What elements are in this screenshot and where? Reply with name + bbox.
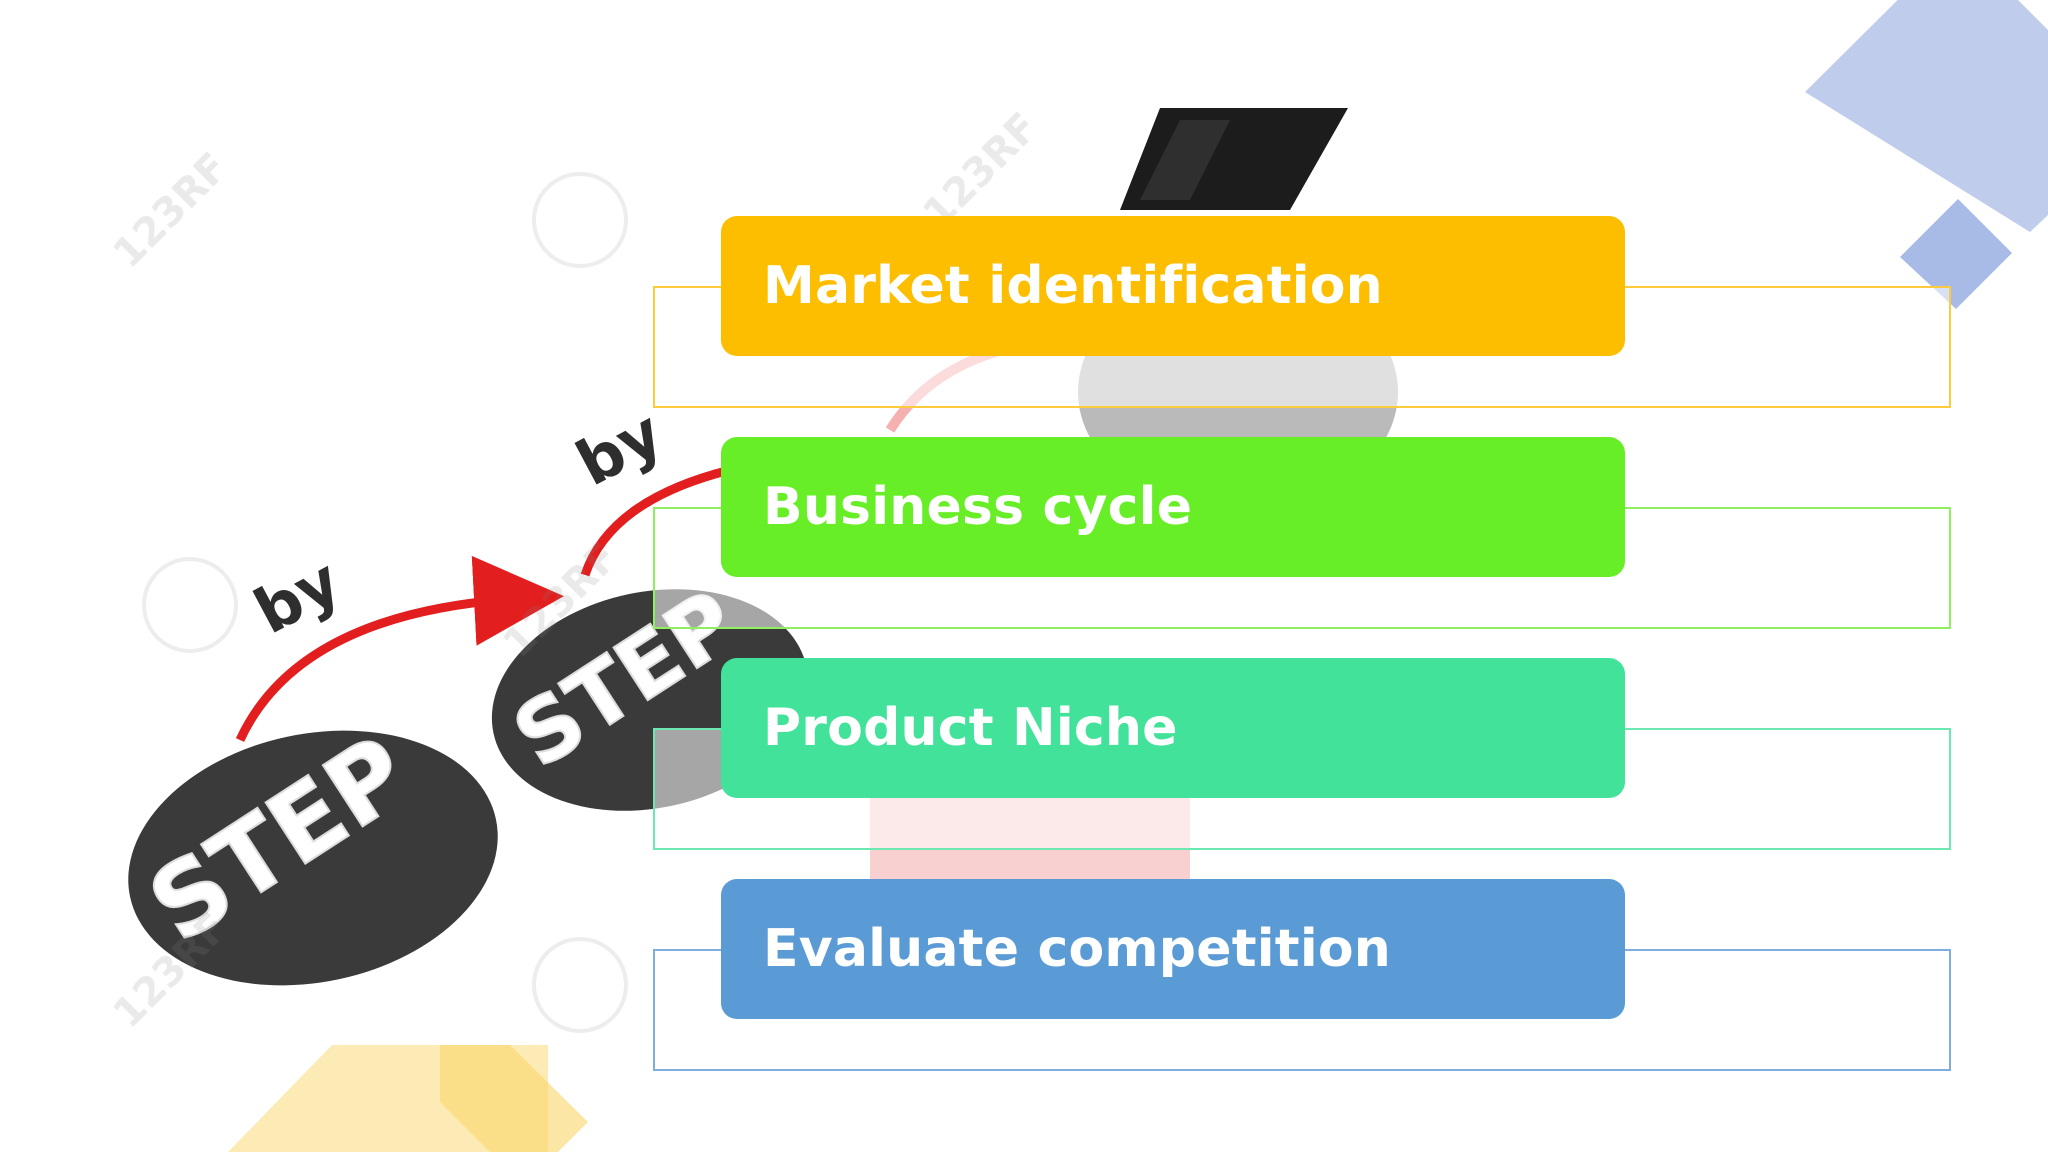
step-4-bar: Evaluate competition — [721, 879, 1625, 1019]
svg-text:123RF: 123RF — [105, 144, 238, 277]
top-right-decoration — [1805, 0, 2048, 309]
arrow-2 — [580, 465, 732, 577]
step-4-label: Evaluate competition — [763, 919, 1391, 979]
bottom-left-decoration — [228, 1045, 588, 1152]
step-1-label: Market identification — [763, 256, 1383, 316]
connector-by-2: by — [565, 396, 674, 500]
step-3-label: Product Niche — [763, 698, 1178, 758]
step-1-bar: Market identification — [721, 216, 1625, 356]
marker-pen — [1120, 108, 1348, 210]
step-2-label: Business cycle — [763, 477, 1193, 537]
step-2-bar: Business cycle — [721, 437, 1625, 577]
step-3-bar: Product Niche — [721, 658, 1625, 798]
arrow-1 — [235, 555, 564, 742]
connector-by-1: by — [243, 544, 352, 648]
